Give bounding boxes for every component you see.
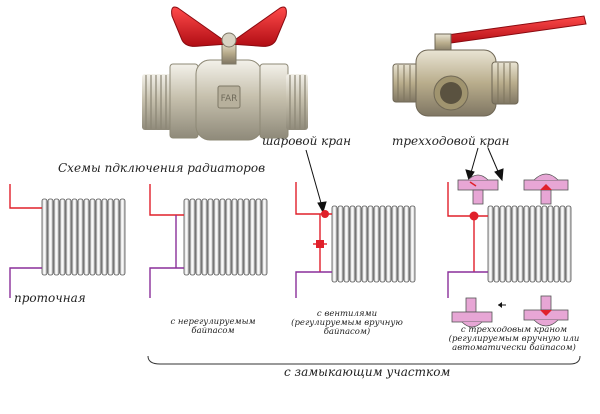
closing-section-bracket — [147, 355, 581, 365]
three-way-valve-label: трехходовой кран — [392, 134, 510, 148]
ball-valve-pointer — [305, 149, 327, 214]
pipes-scheme-3 — [295, 182, 332, 298]
pipes-scheme-2 — [149, 184, 184, 298]
valve-engraving: FAR — [221, 94, 238, 104]
three-way-valve-pointers — [465, 147, 504, 182]
with-three-way-label: с трехходовым краном (регулируемым вручн… — [448, 325, 580, 353]
with-valves-label: с вентилями (регулируемым вручную байпас… — [291, 309, 403, 337]
three-way-valve-dot — [469, 211, 479, 221]
radiator-1 — [41, 198, 128, 276]
ball-valve-label: шаровой кран — [262, 134, 352, 148]
three-way-detail-top-right — [523, 173, 569, 205]
closing-section-label: с замыкающим участком — [284, 365, 451, 379]
flow-scheme-label: проточная — [14, 291, 86, 305]
radiator-2 — [183, 198, 268, 276]
ball-valve-image: FAR — [142, 6, 308, 141]
three-way-valve-image — [392, 15, 587, 117]
pipes-scheme-1 — [9, 184, 42, 298]
radiator-3 — [331, 205, 416, 283]
three-way-detail-bottom-left — [451, 297, 506, 328]
radiator-4 — [487, 205, 572, 283]
valves-scheme-3 — [313, 210, 329, 248]
schemes-title: Схемы пдключения радиаторов — [58, 161, 266, 175]
unregulated-bypass-label: с нерегулируемым байпасом — [170, 317, 256, 336]
three-way-detail-bottom-right — [523, 295, 569, 327]
three-way-detail-top-left — [457, 174, 499, 205]
